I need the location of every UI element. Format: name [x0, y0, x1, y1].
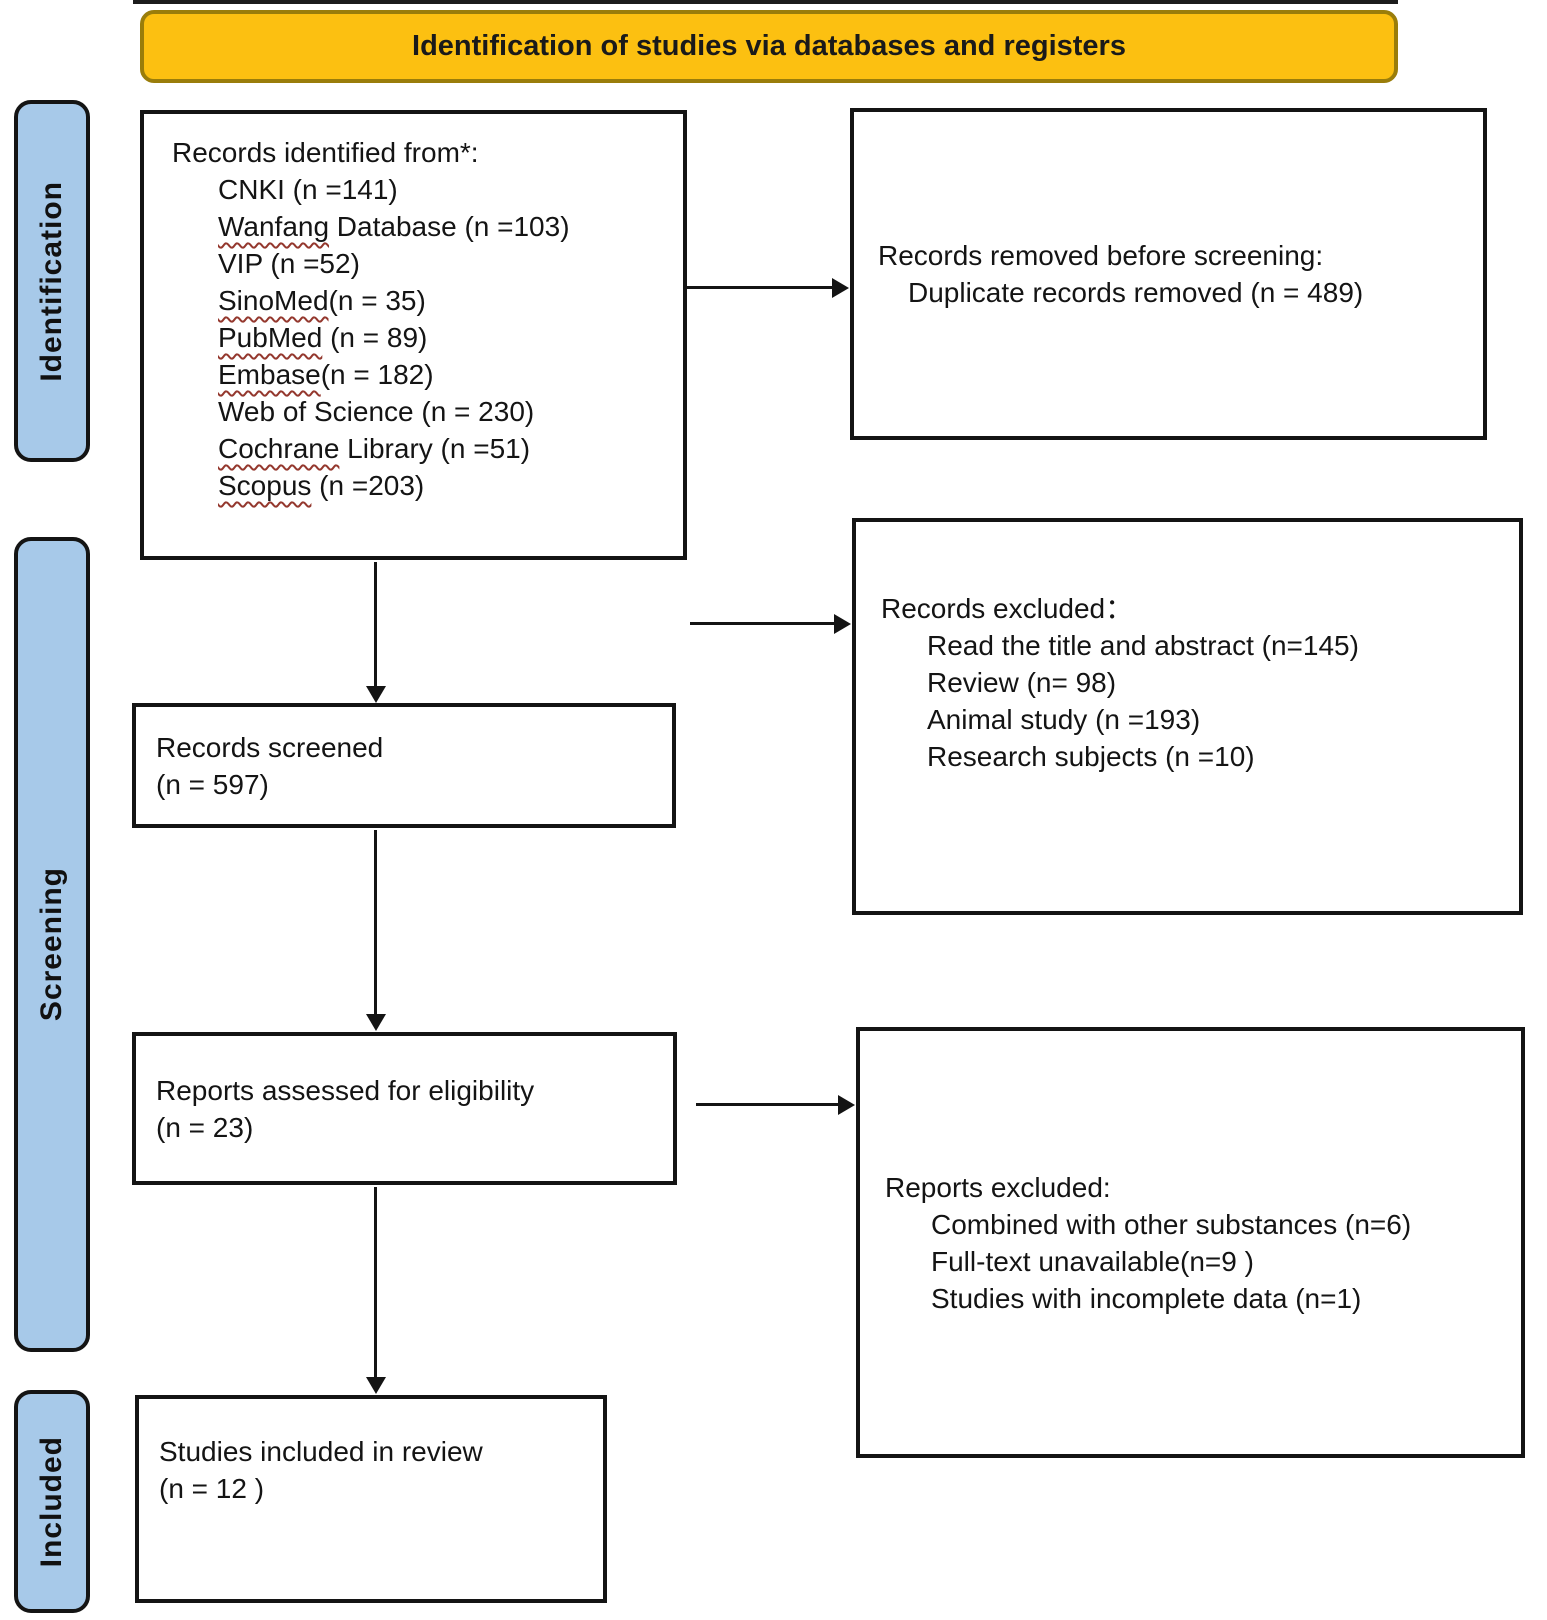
reports-assessed-count: (n = 23) [156, 1111, 254, 1143]
database-item: Wanfang Database (n =103) [218, 208, 677, 245]
arrow-screened-to-records-excluded-line [690, 622, 836, 625]
records-screened-label: Records screened [156, 731, 384, 763]
reports-assessed-box: Reports assessed for eligibility (n = 23… [132, 1032, 677, 1185]
database-name: Wanfang [218, 211, 330, 242]
records-excluded-item: Read the title and abstract (n=145) [927, 630, 1359, 661]
database-item: Embase(n = 182) [218, 356, 677, 393]
arrow-screened-to-records-excluded-head [834, 614, 851, 634]
studies-included-count: (n = 12 ) [159, 1473, 265, 1504]
records-excluded-item: Research subjects (n =10) [927, 741, 1255, 772]
records-removed-box: Records removed before screening: Duplic… [850, 108, 1487, 440]
database-name: Scopus [218, 470, 312, 501]
arrow-identified-to-removed-line [686, 286, 834, 289]
records-identified-title: Records identified from*: [172, 137, 479, 168]
arrow-assessed-to-included-line [374, 1187, 377, 1379]
records-excluded-item: Review (n= 98) [927, 667, 1117, 698]
records-removed-title: Records removed before screening: [878, 240, 1324, 271]
stage-text-screening: Screening [35, 867, 68, 1022]
arrow-screened-to-assessed-line [374, 830, 377, 1016]
reports-excluded-item: Studies with incomplete data (n=1) [931, 1282, 1362, 1314]
arrow-identified-to-screened-head [366, 686, 386, 703]
records-removed-item: Duplicate records removed (n = 489) [908, 277, 1364, 308]
database-name: Embase [218, 359, 321, 390]
database-count: (n = 182) [320, 359, 434, 390]
reports-excluded-item: Combined with other substances (n=6) [931, 1208, 1412, 1240]
studies-included-label: Studies included in review [159, 1436, 483, 1467]
records-screened-count: (n = 597) [156, 768, 269, 800]
records-screened-box: Records screened (n = 597) [132, 703, 676, 828]
database-item: Web of Science (n = 230) [218, 393, 677, 430]
database-name: PubMed [218, 322, 323, 353]
reports-excluded-item: Full-text unavailable(n=9 ) [931, 1245, 1254, 1277]
database-item: SinoMed(n = 35) [218, 282, 677, 319]
records-excluded-box: Records excluded： Read the title and abs… [852, 518, 1523, 915]
arrow-assessed-to-reports-excluded-head [838, 1095, 855, 1115]
records-excluded-item: Animal study (n =193) [927, 704, 1201, 735]
studies-included-box: Studies included in review (n = 12 ) [135, 1395, 607, 1603]
database-item: Cochrane Library (n =51) [218, 430, 677, 467]
arrow-identified-to-removed-head [832, 278, 849, 298]
stage-text-included: Included [35, 1435, 68, 1568]
database-count: (n = 35) [328, 285, 426, 316]
database-name: SinoMed [218, 285, 329, 316]
database-name: Cochrane [218, 433, 340, 464]
arrow-assessed-to-reports-excluded-line [696, 1103, 840, 1106]
stage-label-included: Included [14, 1390, 90, 1613]
reports-excluded-title: Reports excluded: [885, 1171, 1111, 1203]
reports-assessed-label: Reports assessed for eligibility [156, 1074, 535, 1106]
stage-text-identification: Identification [35, 180, 68, 382]
database-item: PubMed (n = 89) [218, 319, 677, 356]
stage-label-screening: Screening [14, 537, 90, 1352]
database-count: CNKI (n =141) [218, 174, 398, 205]
database-count: (n =203) [311, 470, 425, 501]
stage-label-identification: Identification [14, 100, 90, 462]
database-item: VIP (n =52) [218, 245, 677, 282]
reports-excluded-box: Reports excluded: Combined with other su… [856, 1027, 1525, 1458]
arrow-assessed-to-included-head [366, 1377, 386, 1394]
database-count: Web of Science (n = 230) [218, 396, 535, 427]
database-count: VIP (n =52) [218, 248, 360, 279]
records-excluded-title: Records excluded： [881, 593, 1134, 624]
database-count: Database (n =103) [329, 211, 570, 242]
database-item: CNKI (n =141) [218, 171, 677, 208]
diagram-title: Identification of studies via databases … [412, 30, 1126, 62]
diagram-title-banner: Identification of studies via databases … [140, 10, 1398, 83]
database-count: (n = 89) [322, 322, 428, 353]
arrow-screened-to-assessed-head [366, 1014, 386, 1031]
top-border-line [133, 0, 1398, 4]
records-identified-box: Records identified from*: CNKI (n =141) … [140, 110, 687, 560]
database-count: Library (n =51) [339, 433, 531, 464]
arrow-identified-to-screened-line [374, 562, 377, 688]
database-item: Scopus (n =203) [218, 467, 677, 504]
